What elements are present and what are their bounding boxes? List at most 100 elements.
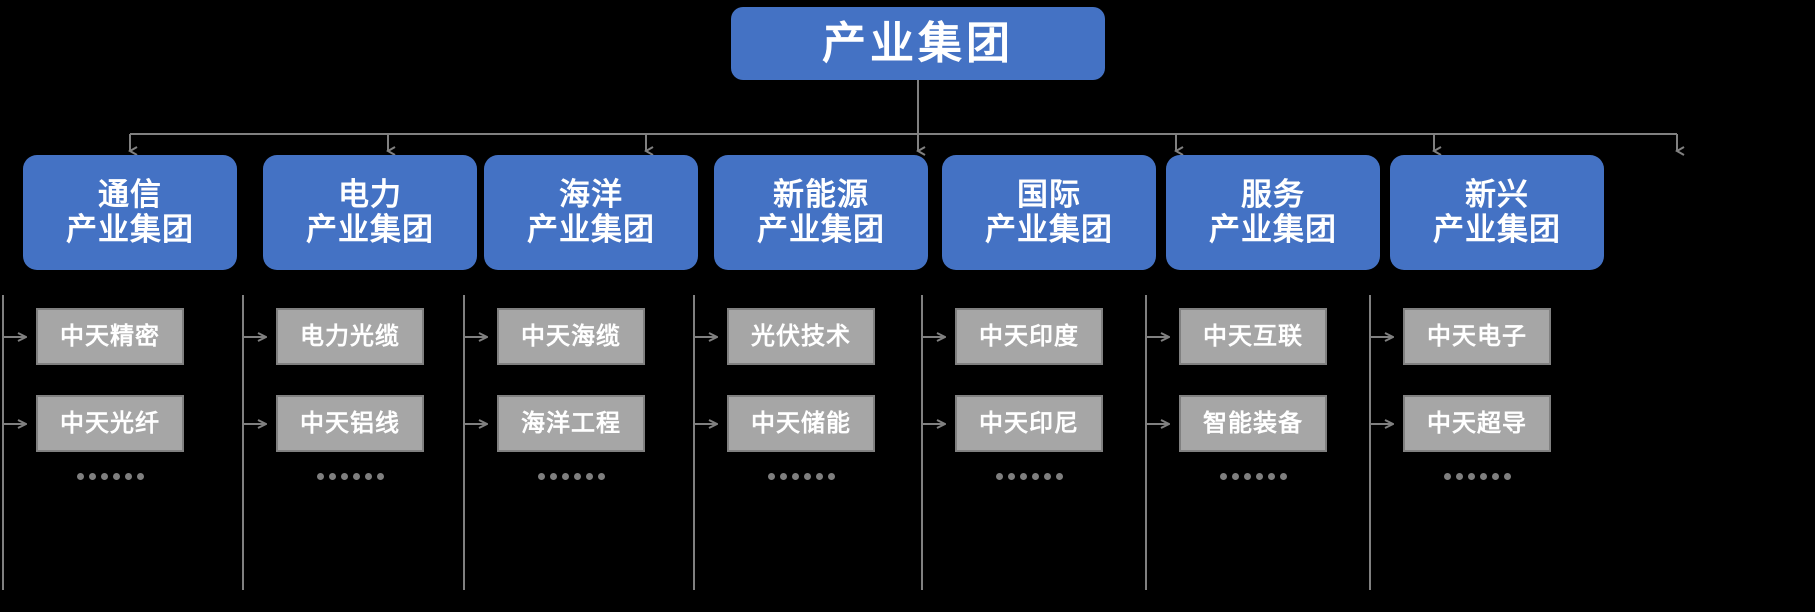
group-node-xinxing[interactable]: 新兴 产业集团 [1390, 155, 1604, 270]
dot-icon [573, 473, 581, 480]
leaf-node[interactable]: 电力光缆 [276, 308, 424, 365]
ellipsis-dots [1179, 473, 1327, 480]
dot-icon [1043, 473, 1051, 480]
group-node-fuwu[interactable]: 服务 产业集团 [1166, 155, 1380, 270]
leaf-node-label: 中天铝线 [300, 409, 400, 437]
group-column-4: 新能源 产业集团 光伏技术 中天储能 [714, 155, 928, 480]
dot-icon [1255, 473, 1263, 480]
group-column-6: 服务 产业集团 中天互联 智能装备 [1166, 155, 1380, 480]
dot-icon [1031, 473, 1039, 480]
group-node-label-line2: 产业集团 [757, 211, 885, 247]
leaf-node-label: 中天精密 [60, 322, 160, 350]
leaf-node[interactable]: 中天互联 [1179, 308, 1327, 365]
leaf-node[interactable]: 中天超导 [1403, 395, 1551, 452]
group-node-label-line1: 新兴 [1465, 176, 1529, 212]
ellipsis-dots [276, 473, 424, 480]
group-node-label-line1: 服务 [1241, 176, 1305, 212]
dot-icon [585, 473, 593, 480]
group-column-1: 通信 产业集团 中天精密 中天光纤 [23, 155, 237, 480]
group-node-label-line1: 新能源 [773, 176, 869, 212]
dot-icon [376, 473, 384, 480]
group-node-label-line2: 产业集团 [66, 211, 194, 247]
dot-icon [112, 473, 120, 480]
group-node-dianli[interactable]: 电力 产业集团 [263, 155, 477, 270]
group-node-label-line2: 产业集团 [306, 211, 434, 247]
dot-icon [1243, 473, 1251, 480]
leaf-node-label: 中天海缆 [521, 322, 621, 350]
group-column-3: 海洋 产业集团 中天海缆 海洋工程 [484, 155, 698, 480]
dot-icon [1219, 473, 1227, 480]
dot-icon [537, 473, 545, 480]
ellipsis-dots [727, 473, 875, 480]
dot-icon [316, 473, 324, 480]
group-column-5: 国际 产业集团 中天印度 中天印尼 [942, 155, 1156, 480]
dot-icon [791, 473, 799, 480]
dot-icon [1479, 473, 1487, 480]
group-node-guoji[interactable]: 国际 产业集团 [942, 155, 1156, 270]
dot-icon [364, 473, 372, 480]
leaf-node-label: 中天储能 [751, 409, 851, 437]
dot-icon [995, 473, 1003, 480]
dot-icon [1007, 473, 1015, 480]
leaf-node-label: 智能装备 [1203, 409, 1303, 437]
dot-icon [1491, 473, 1499, 480]
dot-icon [597, 473, 605, 480]
leaf-node[interactable]: 光伏技术 [727, 308, 875, 365]
group-node-label-line2: 产业集团 [1209, 211, 1337, 247]
ellipsis-dots [36, 473, 184, 480]
ellipsis-dots [497, 473, 645, 480]
group-node-label-line1: 通信 [98, 176, 162, 212]
dot-icon [1467, 473, 1475, 480]
leaf-node-label: 中天印尼 [979, 409, 1079, 437]
dot-icon [767, 473, 775, 480]
dot-icon [827, 473, 835, 480]
leaf-node[interactable]: 中天海缆 [497, 308, 645, 365]
dot-icon [136, 473, 144, 480]
leaf-node[interactable]: 中天印度 [955, 308, 1103, 365]
dot-icon [100, 473, 108, 480]
group-node-tongxin[interactable]: 通信 产业集团 [23, 155, 237, 270]
leaf-node-label: 中天印度 [979, 322, 1079, 350]
group-node-label-line1: 海洋 [559, 176, 623, 212]
dot-icon [1503, 473, 1511, 480]
leaf-node[interactable]: 中天光纤 [36, 395, 184, 452]
group-node-label-line2: 产业集团 [1433, 211, 1561, 247]
leaf-node[interactable]: 中天印尼 [955, 395, 1103, 452]
group-column-2: 电力 产业集团 电力光缆 中天铝线 [263, 155, 477, 480]
leaf-node[interactable]: 中天储能 [727, 395, 875, 452]
group-column-7: 新兴 产业集团 中天电子 中天超导 [1390, 155, 1604, 480]
leaf-node[interactable]: 中天精密 [36, 308, 184, 365]
dot-icon [549, 473, 557, 480]
dot-icon [1231, 473, 1239, 480]
leaf-node-label: 海洋工程 [521, 409, 621, 437]
dot-icon [1455, 473, 1463, 480]
root-node-industry-group[interactable]: 产业集团 [731, 7, 1105, 80]
group-node-label-line2: 产业集团 [985, 211, 1113, 247]
group-node-haiyang[interactable]: 海洋 产业集团 [484, 155, 698, 270]
group-node-label-line1: 电力 [338, 176, 402, 212]
dot-icon [815, 473, 823, 480]
dot-icon [561, 473, 569, 480]
dot-icon [779, 473, 787, 480]
dot-icon [1443, 473, 1451, 480]
root-node-label: 产业集团 [822, 18, 1014, 68]
ellipsis-dots [1403, 473, 1551, 480]
leaf-node-label: 中天超导 [1427, 409, 1527, 437]
leaf-node-label: 中天光纤 [60, 409, 160, 437]
dot-icon [88, 473, 96, 480]
dot-icon [1055, 473, 1063, 480]
dot-icon [340, 473, 348, 480]
dot-icon [124, 473, 132, 480]
group-node-xinnengyuan[interactable]: 新能源 产业集团 [714, 155, 928, 270]
group-node-label-line2: 产业集团 [527, 211, 655, 247]
leaf-node[interactable]: 中天电子 [1403, 308, 1551, 365]
dot-icon [328, 473, 336, 480]
dot-icon [1279, 473, 1287, 480]
leaf-node[interactable]: 智能装备 [1179, 395, 1327, 452]
leaf-node[interactable]: 中天铝线 [276, 395, 424, 452]
group-node-label-line1: 国际 [1017, 176, 1081, 212]
dot-icon [803, 473, 811, 480]
leaf-node[interactable]: 海洋工程 [497, 395, 645, 452]
dot-icon [76, 473, 84, 480]
